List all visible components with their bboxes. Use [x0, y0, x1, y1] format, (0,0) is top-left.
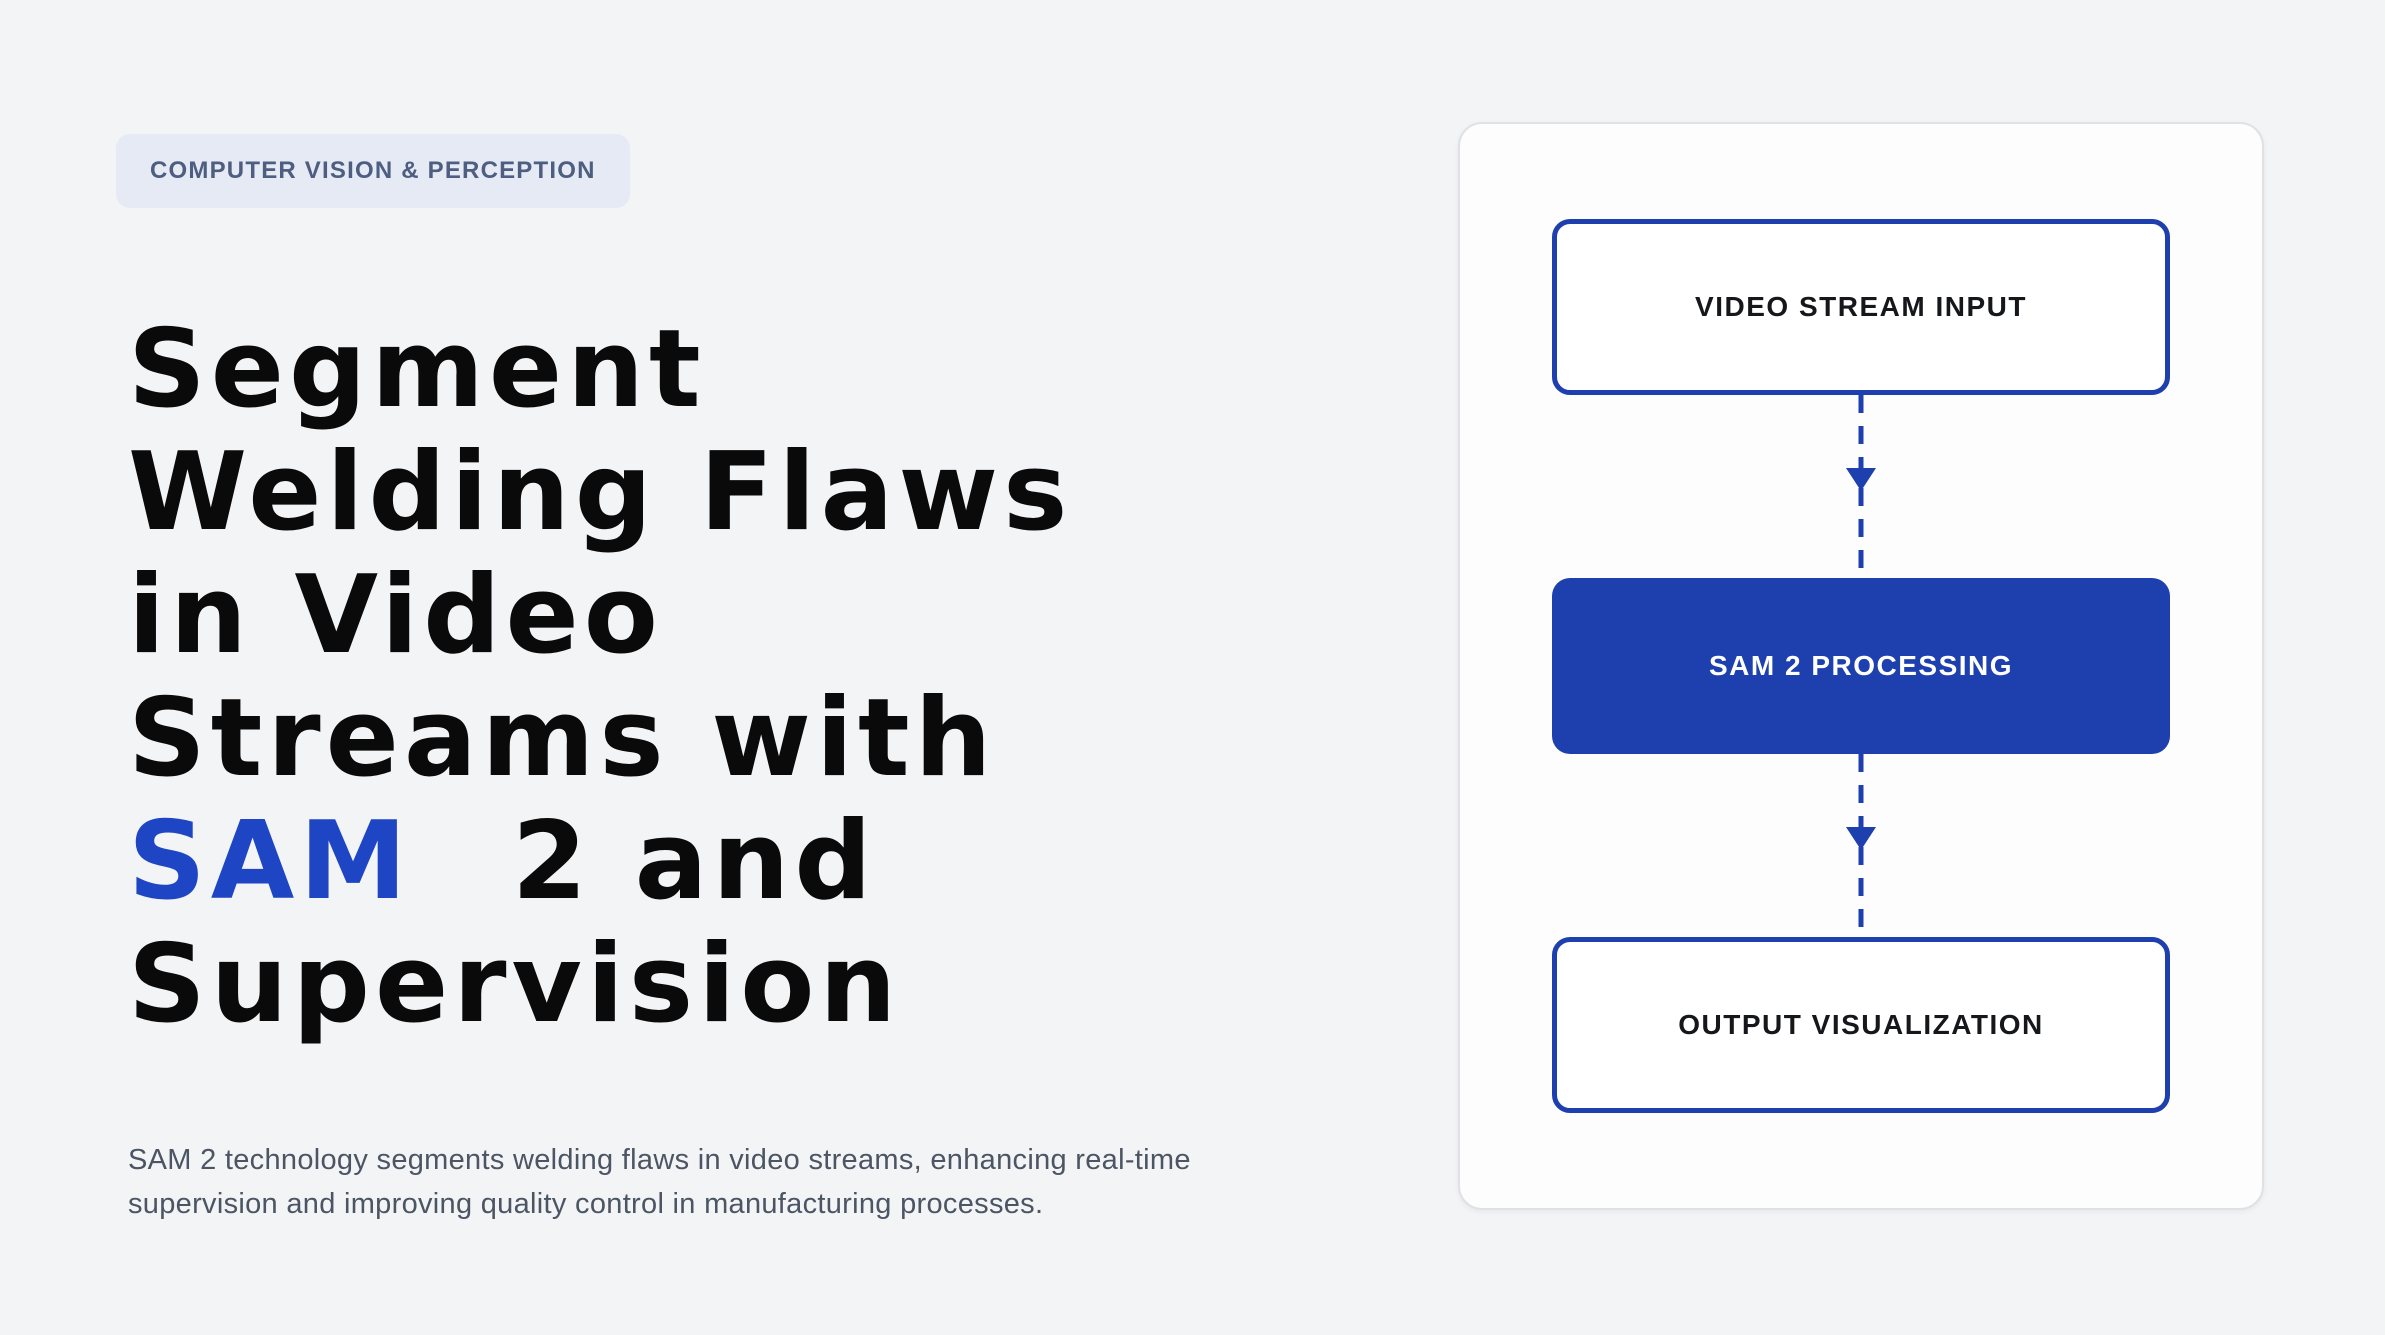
sam-link[interactable]: SAM: [128, 799, 412, 924]
flow-node-label: OUTPUT VISUALIZATION: [1678, 1009, 2044, 1040]
arrow-down-icon: [1846, 468, 1876, 492]
flow-node-output-visualization: OUTPUT VISUALIZATION: [1552, 937, 2170, 1113]
heading-line-5-rest: 2 and: [511, 799, 877, 924]
heading-line-6: Supervision: [128, 922, 902, 1047]
workflow-diagram-card: VIDEO STREAM INPUT SAM 2 PROCESSING OUTP…: [1458, 122, 2264, 1210]
flow-node-label: SAM 2 PROCESSING: [1708, 650, 2014, 681]
flow-node-label: VIDEO STREAM INPUT: [1695, 291, 2027, 322]
page-title: Segment Welding Flaws in Video Streams w…: [128, 308, 1308, 1046]
connector-1: [1552, 395, 2170, 578]
heading-line-3: in Video: [128, 553, 663, 678]
heading-line-2: Welding Flaws: [128, 430, 1073, 555]
flow-node-video-stream-input: VIDEO STREAM INPUT: [1552, 219, 2170, 395]
intro-paragraph: SAM 2 technology segments welding flaws …: [128, 1144, 1191, 1220]
arrow-down-icon: [1846, 827, 1876, 851]
heading-line-4: Streams with: [128, 676, 997, 801]
hero-section: COMPUTER VISION & PERCEPTION Segment Wel…: [116, 134, 1308, 1226]
connector-2: [1552, 754, 2170, 937]
category-badge: COMPUTER VISION & PERCEPTION: [116, 134, 630, 208]
flow-node-sam-2-processing: SAM 2 PROCESSING: [1552, 578, 2170, 754]
heading-line-5: SAM 2 and: [128, 800, 1308, 923]
heading-line-1: Segment: [128, 307, 706, 432]
